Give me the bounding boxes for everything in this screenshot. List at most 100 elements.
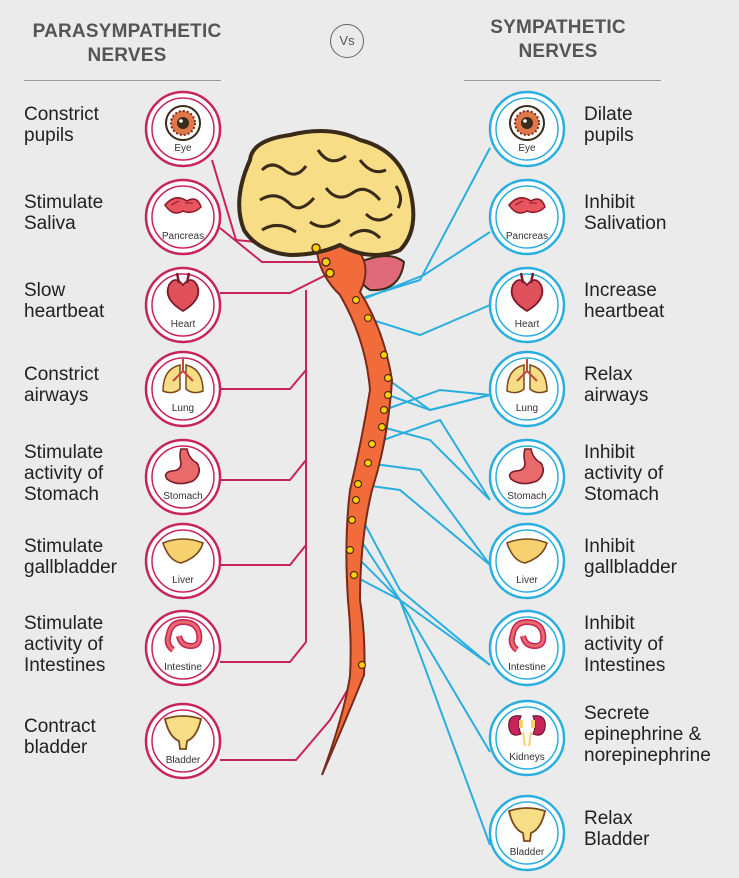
parasympathetic-badge-intestine: Intestine — [144, 609, 222, 687]
sympathetic-header-line2: NERVES — [518, 41, 598, 62]
parasympathetic-organ-badges: EyePancreasHeartLungStomachLiverIntestin… — [144, 90, 222, 780]
sympathetic-nerve — [381, 426, 491, 501]
parasympathetic-nerve — [220, 290, 307, 663]
kidneys-icon — [508, 715, 546, 747]
sympathetic-badge-eye: Eye — [488, 90, 566, 168]
sympathetic-badge-intestine: Intestine — [488, 609, 566, 687]
sympathetic-badge-lung: Lung — [488, 350, 566, 428]
vs-badge: Vs — [330, 24, 364, 58]
effect-line: pupils — [24, 125, 74, 146]
sympathetic-nerves — [349, 147, 491, 846]
sympathetic-nerve — [383, 388, 491, 411]
effect-line: Salivation — [584, 213, 667, 234]
parasympathetic-badge-lung: Lung — [144, 350, 222, 428]
effect-line: epinephrine & — [584, 723, 702, 745]
effect-line: pupils — [584, 125, 634, 146]
stomach-icon — [164, 448, 201, 485]
effect-line: Relax — [584, 808, 633, 829]
organ-name: Eye — [518, 143, 536, 154]
sympathetic-nerve — [353, 529, 491, 846]
lung-icon — [506, 359, 548, 394]
effect-line: airways — [24, 385, 89, 406]
effect-line: activity of — [584, 462, 664, 484]
parasympathetic-nerve — [220, 290, 307, 390]
parasympathetic-badge-eye: Eye — [144, 90, 222, 168]
effect-line: Stimulate — [24, 536, 104, 557]
sympathetic-badge-kidneys: Kidneys — [488, 699, 566, 777]
sympathetic-nerve — [355, 483, 491, 566]
effect-line: Inhibit — [584, 192, 635, 213]
ganglion-dot — [357, 660, 367, 670]
ganglion-dot — [379, 350, 389, 360]
parasympathetic-badge-heart: Heart — [144, 266, 222, 344]
effect-line: Slow — [24, 280, 66, 301]
ganglion-dot — [377, 422, 387, 432]
effect-line: Intestines — [584, 654, 666, 676]
ganglion-dot — [383, 390, 393, 400]
effect-line: Inhibit — [584, 612, 635, 634]
effect-line: Intestines — [24, 654, 106, 676]
spinal-ganglia — [345, 295, 393, 670]
intestine-icon — [508, 618, 547, 653]
parasympathetic-nerve — [220, 380, 307, 481]
effect-line: Bladder — [584, 829, 650, 850]
organ-name: Kidneys — [509, 752, 545, 763]
organ-name: Pancreas — [506, 231, 548, 242]
spinal-cord — [314, 238, 394, 776]
ganglion-dot — [345, 545, 355, 555]
effect-line: airways — [584, 385, 649, 406]
parasympathetic-nerve — [220, 470, 307, 566]
effect-line: heartbeat — [584, 301, 665, 322]
sympathetic-badge-heart: Heart — [488, 266, 566, 344]
intestine-icon — [164, 618, 203, 653]
ganglion-dot — [311, 243, 321, 253]
effect-line: Stimulate — [24, 192, 104, 213]
effect-line: activity of — [24, 633, 104, 655]
parasympathetic-header-line1: PARASYMPATHETIC — [32, 21, 222, 42]
effect-line: Stomach — [24, 483, 99, 505]
liver-icon — [506, 538, 548, 564]
ganglion-dot — [353, 479, 363, 489]
effect-line: Dilate — [584, 104, 633, 125]
ganglion-dot — [321, 257, 331, 267]
organ-name: Heart — [171, 319, 196, 330]
organ-name: Liver — [172, 575, 194, 586]
effect-line: heartbeat — [24, 301, 105, 322]
parasympathetic-badge-liver: Liver — [144, 522, 222, 600]
effect-line: Inhibit — [584, 536, 635, 557]
sympathetic-badge-stomach: Stomach — [488, 438, 566, 516]
pancreas-icon — [508, 197, 546, 214]
parasympathetic-nerve — [219, 227, 326, 263]
organ-name: Heart — [515, 319, 540, 330]
eye-icon — [165, 105, 201, 141]
organ-name: Eye — [174, 143, 192, 154]
effect-line: Secrete — [584, 702, 650, 724]
organ-name: Lung — [172, 403, 194, 414]
effect-line: bladder — [24, 737, 88, 758]
organ-name: Pancreas — [162, 231, 204, 242]
pancreas-icon — [164, 197, 202, 214]
eye-icon — [509, 105, 545, 141]
sympathetic-badge-bladder: Bladder — [488, 794, 566, 872]
liver-icon — [162, 538, 204, 564]
bladder-icon — [163, 715, 203, 750]
ganglion-dot — [363, 458, 373, 468]
organ-name: Lung — [516, 403, 538, 414]
parasympathetic-header-line2: NERVES — [87, 45, 167, 66]
ganglion-dot — [347, 515, 357, 525]
parasympathetic-badge-bladder: Bladder — [144, 702, 222, 780]
lung-icon — [162, 359, 204, 394]
